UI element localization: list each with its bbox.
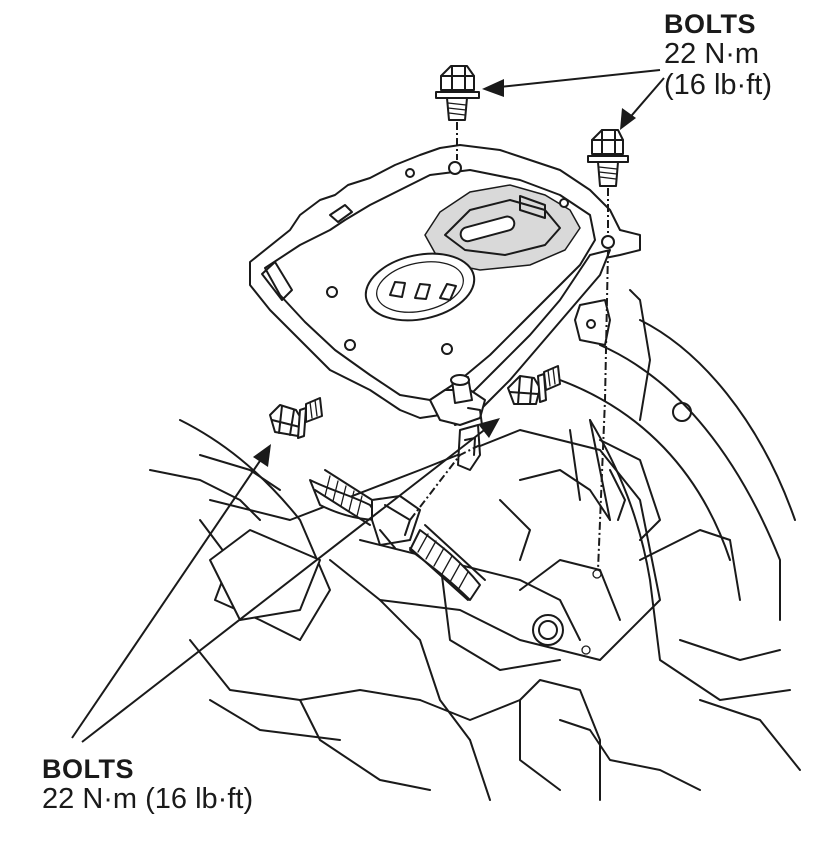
vehicle-body-structure (149, 289, 801, 801)
callout-title: BOLTS (664, 9, 756, 39)
callout-leaders-top (482, 69, 665, 130)
bolt-lower-left (269, 397, 323, 439)
bolt-lower-right (409, 365, 561, 521)
bolt-top-right (587, 129, 629, 571)
callout-bolts-bottom: BOLTS 22 N·m (16 lb·ft) (42, 754, 254, 816)
bolt-top-left (435, 65, 480, 160)
torque-metric: 22 N·m (664, 38, 760, 71)
wiring-harness (309, 469, 486, 601)
callout-bolts-top: BOLTS 22 N·m (16 lb·ft) (664, 9, 772, 102)
torque-imperial: (16 lb·ft) (664, 69, 772, 102)
callout-title: BOLTS (42, 754, 134, 784)
mounting-bracket (249, 144, 641, 471)
callout-leaders-bottom (71, 418, 500, 743)
torque-spec: 22 N·m (16 lb·ft) (42, 783, 254, 816)
